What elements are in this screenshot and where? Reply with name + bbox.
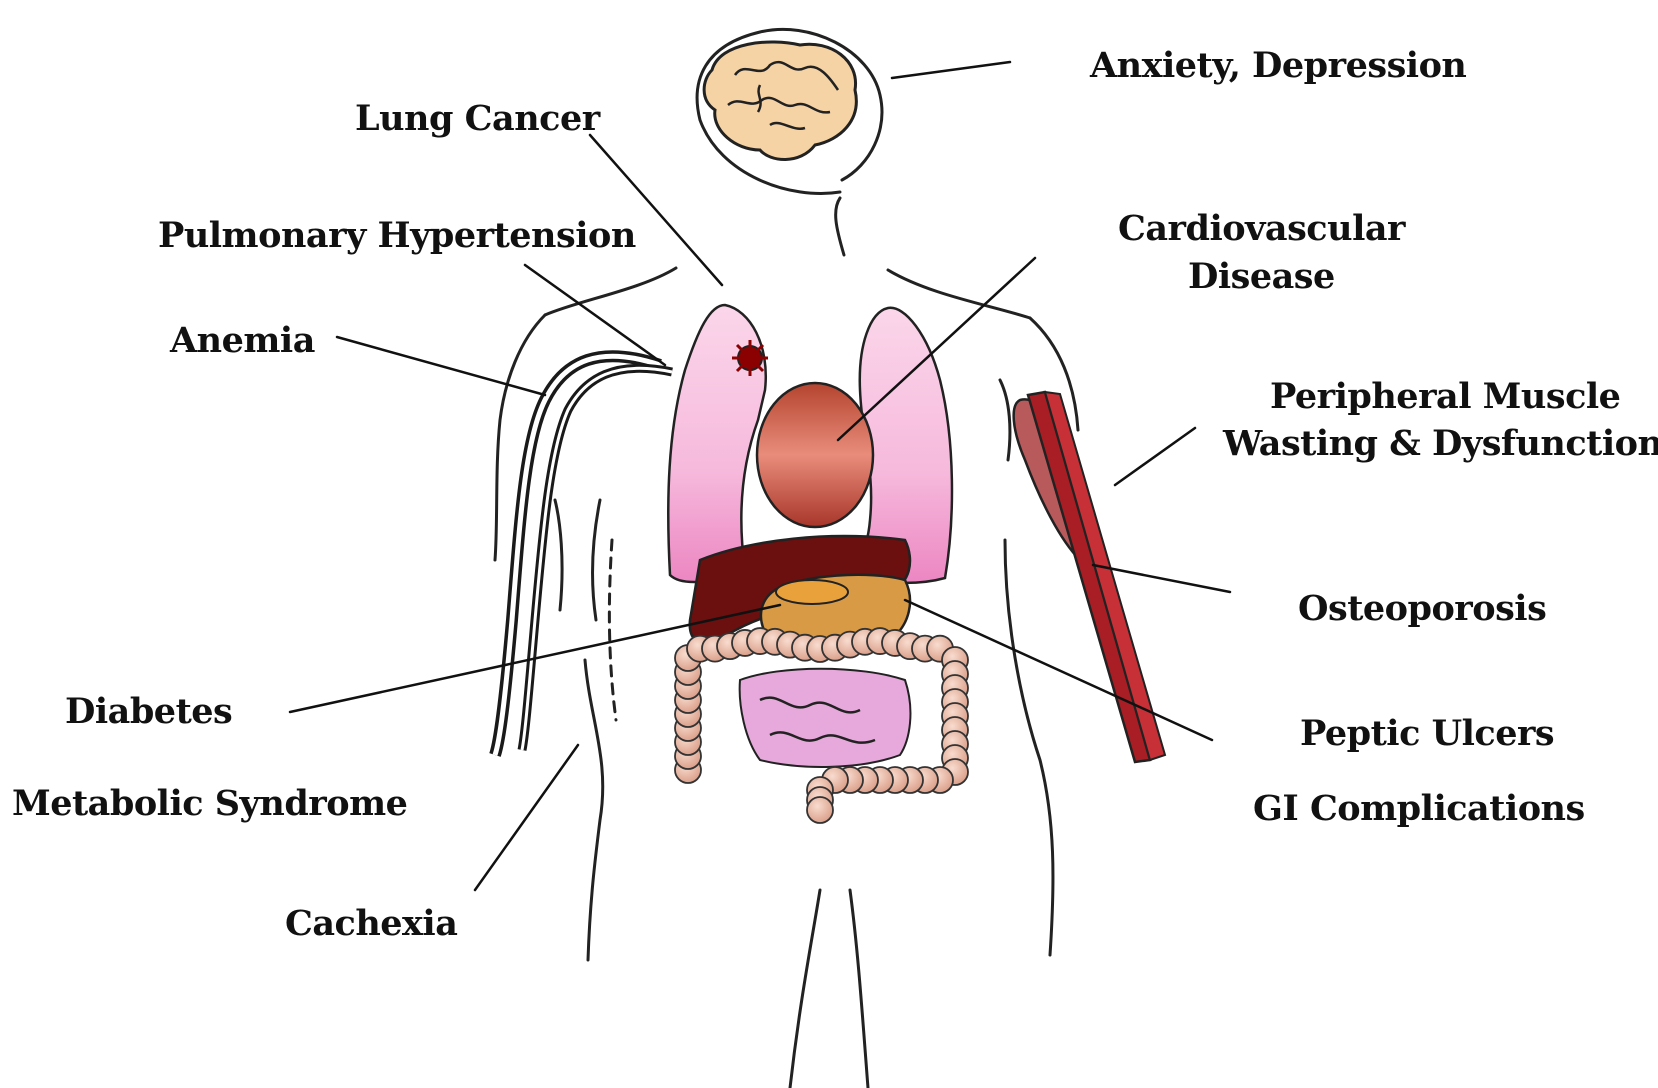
muscle-icon (1014, 392, 1165, 762)
label-metabolic: Metabolic Syndrome (12, 783, 407, 824)
brain-icon (704, 42, 856, 160)
tumor-icon (732, 340, 768, 376)
label-anxiety: Anxiety, Depression (1089, 45, 1466, 86)
label-cachexia: Cachexia (285, 903, 457, 944)
label-cardio-line2: Disease (1188, 256, 1335, 297)
label-muscle-line1: Peripheral Muscle (1270, 376, 1620, 417)
label-gi: GI Complications (1253, 788, 1585, 829)
heart-icon (757, 383, 873, 527)
leader-lung-cancer (590, 135, 722, 285)
blood-vessel-icon (495, 356, 672, 755)
label-cardio-line1: Cardiovascular (1118, 208, 1406, 249)
small-intestine (740, 669, 911, 767)
label-lung-cancer: Lung Cancer (355, 98, 601, 139)
label-pulmonary: Pulmonary Hypertension (158, 215, 636, 256)
label-muscle-line2: Wasting & Dysfunction (1222, 423, 1658, 464)
label-anemia: Anemia (169, 320, 315, 361)
brain-shape (704, 42, 856, 160)
leader-cachexia (475, 745, 578, 890)
label-osteoporosis: Osteoporosis (1298, 588, 1546, 629)
label-diabetes: Diabetes (65, 691, 232, 732)
label-peptic: Peptic Ulcers (1300, 713, 1554, 754)
intestine-loop (807, 797, 833, 823)
leader-muscle (1115, 428, 1195, 485)
intestines-icon (675, 628, 968, 823)
leader-anxiety (892, 62, 1010, 78)
